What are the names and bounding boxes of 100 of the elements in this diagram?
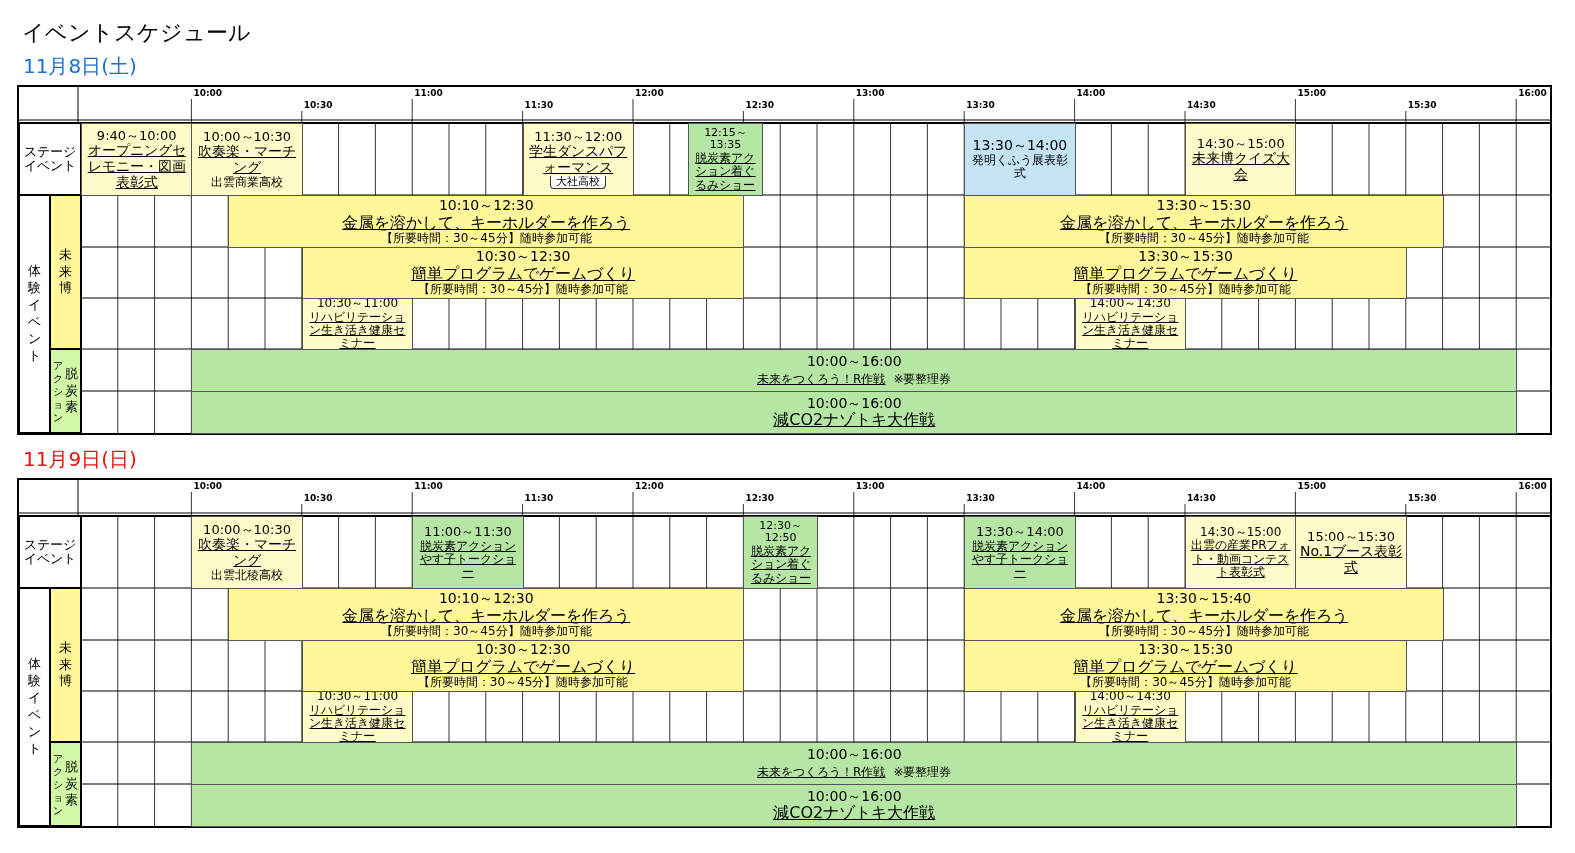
note-text: 【所要時間：30～45分】随時参加可能: [417, 676, 629, 690]
event-title: リハビリテーション生き活き健康セミナー: [1081, 703, 1180, 742]
row-header: [19, 516, 81, 588]
event-block: [81, 123, 193, 196]
time-text: 10:00～10:30: [203, 129, 292, 144]
event-block: [228, 195, 745, 248]
note-text: ※要整理券: [893, 372, 952, 387]
time-text: 13:30～14:00: [972, 138, 1068, 154]
event-block: [301, 691, 414, 743]
event-title: No.1ブース表彰式: [1299, 544, 1404, 576]
time-label: 11:00: [414, 481, 443, 491]
header-text: 脱炭素: [64, 758, 79, 810]
event-block: [964, 640, 1407, 692]
event-title: 簡単プログラムでゲームづくり: [411, 658, 636, 677]
event-title: 吹奏楽・マーチング: [197, 144, 298, 176]
time-label: 11:00: [414, 88, 443, 98]
time-text: 12:30～12:50: [758, 520, 804, 545]
time-label: 10:30: [303, 493, 333, 503]
header-text: アクション: [52, 751, 64, 817]
time-text: 10:30～11:00: [316, 299, 399, 311]
day-heading: 11月8日(土): [23, 53, 137, 80]
time-label: 11:30: [524, 493, 554, 503]
time-label: 16:00: [1518, 481, 1547, 491]
header-text: アクション: [52, 358, 64, 424]
event-title: 簡単プログラムでゲームづくり: [411, 265, 636, 284]
row-header: [19, 588, 50, 826]
time-text: 10:30～12:30: [475, 249, 571, 266]
time-text: 13:30～15:40: [1156, 591, 1252, 607]
time-text: 10:00～16:00: [806, 746, 902, 763]
event-block: [1074, 691, 1186, 743]
event-block: [964, 247, 1407, 299]
time-text: 13:30～15:30: [1138, 642, 1233, 659]
event-title: 出雲の産業PRフォト・動画コンテスト表彰式: [1189, 539, 1292, 580]
time-label: 16:00: [1518, 88, 1547, 98]
header-text: 体験イベント: [27, 263, 42, 365]
note-text: 【所要時間：30～45分】随時参加可能: [1080, 283, 1291, 297]
row-header: [50, 349, 81, 433]
event-title: 簡単プログラムでゲームづくり: [1073, 658, 1298, 677]
time-label: 12:30: [745, 100, 775, 110]
event-title: 減CO2ナゾトキ大作戦: [773, 804, 936, 823]
note-text: 出雲北稜高校: [211, 568, 284, 583]
time-label: 14:30: [1187, 493, 1216, 503]
event-block: [1185, 123, 1297, 196]
time-label: 14:00: [1076, 88, 1106, 98]
time-label: 12:00: [635, 88, 664, 98]
note-text: 【所要時間：30～45分】随時参加可能: [417, 283, 629, 297]
event-block: [191, 349, 1518, 392]
event-title: リハビリテーション生き活き健康セミナー: [1081, 310, 1180, 349]
event-block: [688, 123, 763, 196]
event-block: [191, 123, 303, 196]
time-label: 15:00: [1297, 481, 1327, 491]
event-block: [1074, 298, 1186, 350]
time-label: 10:30: [303, 100, 333, 110]
event-title: 発明くふう展表彰式: [970, 153, 1069, 181]
event-title: リハビリテーション生き活き健康セミナー: [308, 703, 407, 742]
event-title: オープニングセレモニー・図画表彰式: [86, 143, 187, 191]
event-block: [228, 588, 745, 641]
event-block: [191, 784, 1518, 827]
event-title: 減CO2ナゾトキ大作戦: [773, 411, 936, 430]
time-text: 10:10～12:30: [438, 591, 534, 607]
time-text: 10:10～12:30: [438, 198, 534, 214]
time-text: 13:30～15:30: [1138, 249, 1233, 266]
event-block: [964, 123, 1076, 196]
event-title: 脱炭素アクション着ぐるみショー: [749, 544, 812, 585]
note-text: 【所要時間：30～45分】随時参加可能: [381, 624, 592, 638]
event-title: 脱炭素アクション着ぐるみショー: [694, 151, 757, 192]
time-label: 14:30: [1187, 100, 1216, 110]
row-header: [50, 588, 81, 742]
note-text: 出雲商業高校: [211, 175, 284, 190]
time-label: 15:30: [1407, 493, 1437, 503]
event-title: 金属を溶かして、キーホルダーを作ろう: [1059, 606, 1348, 625]
event-block: [191, 742, 1518, 785]
time-text: 10:00～16:00: [806, 353, 902, 370]
time-text: 12:15～13:35: [703, 127, 748, 152]
note-text: 【所要時間：30～45分】随時参加可能: [1098, 624, 1310, 638]
time-text: 11:30～12:00: [534, 129, 623, 144]
time-label: 13:00: [855, 481, 885, 491]
time-label: 15:00: [1297, 88, 1327, 98]
time-label: 12:00: [635, 481, 664, 491]
note-text: 【所要時間：30～45分】随時参加可能: [1098, 231, 1310, 245]
time-label: 13:30: [966, 100, 995, 110]
time-label: 11:30: [524, 100, 554, 110]
event-block: [964, 195, 1444, 248]
event-block: [301, 298, 414, 350]
time-label: 10:00: [193, 88, 223, 98]
time-label: 14:00: [1076, 481, 1106, 491]
event-block: [743, 516, 818, 589]
time-label: 15:30: [1407, 100, 1437, 110]
event-title: 未来博クイズ大会: [1190, 151, 1291, 183]
event-title: 未来をつくろう！R作戦: [757, 372, 886, 387]
time-text: 11:00～11:30: [423, 525, 512, 540]
day-heading: 11月9日(日): [23, 446, 137, 473]
event-title: 吹奏楽・マーチング: [197, 537, 298, 569]
event-block: [301, 640, 745, 692]
event-title: 金属を溶かして、キーホルダーを作ろう: [342, 213, 631, 232]
page-title: イベントスケジュール: [22, 19, 251, 47]
event-title: 簡単プログラムでゲームづくり: [1073, 265, 1298, 284]
row-header: [50, 742, 81, 826]
row-header: [19, 195, 50, 433]
time-text: 14:30～15:00: [1196, 136, 1285, 151]
